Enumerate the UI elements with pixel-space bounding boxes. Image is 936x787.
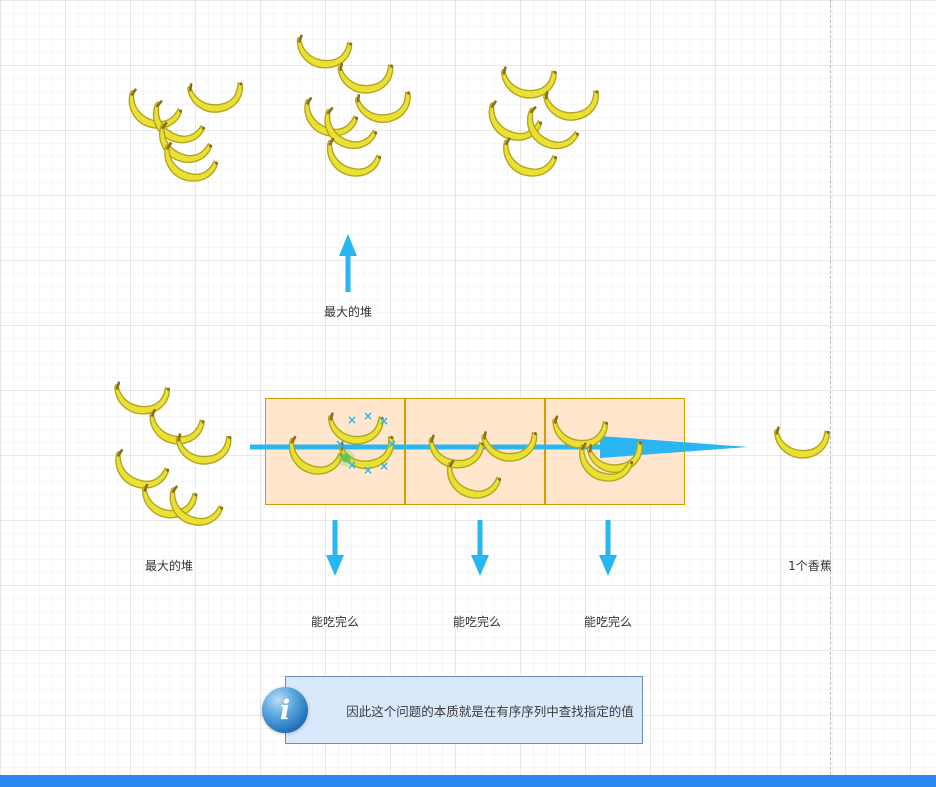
banana-icon[interactable] bbox=[154, 119, 216, 170]
range-box-3[interactable] bbox=[545, 398, 685, 505]
down-arrow-2[interactable] bbox=[471, 520, 489, 576]
banana-icon[interactable] bbox=[301, 95, 361, 143]
banana-icon[interactable] bbox=[174, 420, 238, 474]
banana-icon[interactable] bbox=[772, 415, 836, 468]
info-icon: i bbox=[262, 687, 308, 733]
banana-icon[interactable] bbox=[484, 98, 545, 147]
banana-icon[interactable] bbox=[295, 26, 356, 75]
label-check-2: 能吃完么 bbox=[452, 615, 501, 629]
banana-icon[interactable] bbox=[161, 140, 221, 188]
banana-icon[interactable] bbox=[113, 371, 175, 422]
info-icon-glyph: i bbox=[279, 694, 291, 726]
label-check-3: 能吃完么 bbox=[583, 615, 632, 629]
up-arrow[interactable] bbox=[339, 234, 357, 292]
banana-icon[interactable] bbox=[520, 103, 585, 158]
banana-icon[interactable] bbox=[141, 477, 201, 525]
label-top-pile: 最大的堆 bbox=[323, 305, 372, 319]
banana-icon[interactable] bbox=[124, 86, 185, 135]
banana-icon[interactable] bbox=[146, 97, 211, 152]
banana-icon[interactable] bbox=[165, 483, 226, 532]
banana-icon[interactable] bbox=[318, 105, 382, 158]
banana-icon[interactable] bbox=[325, 136, 384, 182]
banana-icon[interactable] bbox=[353, 76, 420, 135]
range-box-2[interactable] bbox=[405, 398, 545, 505]
label-single-banana: 1个香蕉 bbox=[788, 559, 832, 573]
page-break-line bbox=[830, 0, 831, 775]
banana-icon[interactable] bbox=[499, 55, 563, 108]
banana-icon[interactable] bbox=[149, 404, 208, 450]
down-arrow-1[interactable] bbox=[326, 520, 344, 576]
banana-icon[interactable] bbox=[500, 136, 559, 183]
label-left-pile: 最大的堆 bbox=[144, 559, 193, 573]
label-check-1: 能吃完么 bbox=[310, 615, 359, 629]
info-text: 因此这个问题的本质就是在有序序列中查找指定的值 bbox=[346, 703, 634, 719]
info-box: 因此这个问题的本质就是在有序序列中查找指定的值 bbox=[285, 676, 643, 744]
banana-icon[interactable] bbox=[185, 66, 251, 123]
range-box-1[interactable] bbox=[265, 398, 405, 505]
down-arrow-3[interactable] bbox=[599, 520, 617, 576]
banana-icon[interactable] bbox=[541, 74, 607, 131]
banana-icon[interactable] bbox=[112, 447, 172, 495]
bottom-scrollbar[interactable] bbox=[0, 775, 936, 787]
banana-icon[interactable] bbox=[336, 48, 401, 103]
